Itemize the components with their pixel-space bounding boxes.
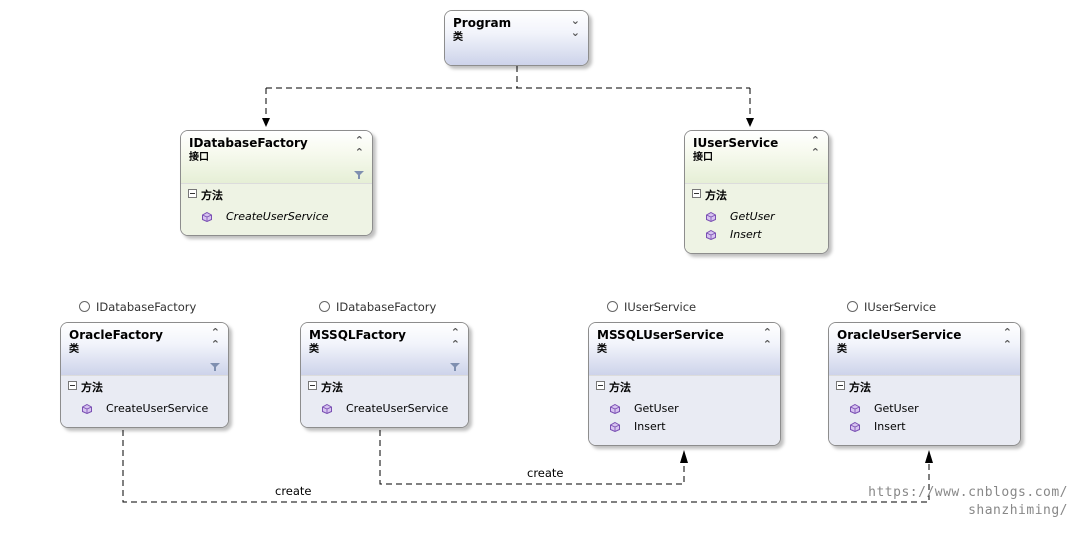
collapse-section-icon[interactable] <box>692 189 701 198</box>
class-name: Program <box>453 16 512 30</box>
section-label: 方法 <box>81 381 103 394</box>
method-item[interactable]: Insert <box>829 418 1020 436</box>
class-name: OracleFactory <box>69 328 164 342</box>
section-label: 方法 <box>849 381 871 394</box>
method-cube-icon <box>610 422 620 432</box>
collapse-icon[interactable]: ⌃⌃ <box>450 326 460 351</box>
method-cube-icon <box>82 404 92 414</box>
method-item[interactable]: CreateUserService <box>61 400 228 418</box>
method-name: GetUser <box>634 402 679 415</box>
implements-label: IDatabaseFactory <box>96 300 197 314</box>
collapse-icon[interactable]: ⌃⌃ <box>762 326 772 351</box>
class-stereotype: 类 <box>69 344 79 355</box>
watermark-line: https://www.cnblogs.com/ <box>868 485 1068 500</box>
collapse-section-icon[interactable] <box>836 381 845 390</box>
interface-lollipop-icon <box>607 301 618 312</box>
method-cube-icon <box>322 404 332 414</box>
filter-icon <box>450 363 460 371</box>
collapse-section-icon[interactable] <box>308 381 317 390</box>
collapse-icon[interactable]: ⌃⌃ <box>354 134 364 159</box>
dependency-mssqlfactory-create <box>379 430 685 485</box>
method-name: CreateUserService <box>226 210 329 223</box>
methods-section: 方法 CreateUserService <box>181 183 372 235</box>
section-label: 方法 <box>201 189 223 202</box>
method-cube-icon <box>610 404 620 414</box>
collapse-icon[interactable]: ⌃⌃ <box>1002 326 1012 351</box>
mssqluserservice-class-box[interactable]: MSSQLUserService 类 ⌃⌃ 方法 GetUser Insert <box>588 322 781 446</box>
implements-label: IDatabaseFactory <box>336 300 437 314</box>
watermark-line: shanzhiming/ <box>968 503 1068 518</box>
program-class-box[interactable]: Program 类 ⌄⌄ <box>444 10 589 66</box>
method-cube-icon <box>706 230 716 240</box>
methods-section: 方法 CreateUserService <box>61 375 228 427</box>
method-name: GetUser <box>730 210 775 223</box>
class-name: MSSQLFactory <box>309 328 406 342</box>
edge-label-create: create <box>275 484 312 498</box>
filter-icon <box>210 363 220 371</box>
method-name: CreateUserService <box>346 402 449 415</box>
class-name: MSSQLUserService <box>597 328 724 342</box>
oracleuserservice-class-box[interactable]: OracleUserService 类 ⌃⌃ 方法 GetUser Insert <box>828 322 1021 446</box>
method-item[interactable]: GetUser <box>829 400 1020 418</box>
expand-icon[interactable]: ⌄⌄ <box>570 14 580 39</box>
method-name: CreateUserService <box>106 402 209 415</box>
dependency-oraclefactory-create <box>122 430 930 503</box>
interface-stereotype: 接口 <box>189 152 209 163</box>
oraclefactory-class-box[interactable]: OracleFactory 类 ⌃⌃ 方法 CreateUserService <box>60 322 229 428</box>
implements-lollipop: IDatabaseFactory <box>319 300 436 314</box>
methods-section: 方法 GetUser Insert <box>589 375 780 445</box>
class-stereotype: 类 <box>453 32 463 43</box>
idatabasefactory-interface-box[interactable]: IDatabaseFactory 接口 ⌃⌃ 方法 CreateUserServ… <box>180 130 373 236</box>
method-cube-icon <box>202 212 212 222</box>
implements-lollipop: IDatabaseFactory <box>79 300 196 314</box>
interface-lollipop-icon <box>79 301 90 312</box>
method-item[interactable]: GetUser <box>685 208 828 226</box>
collapse-section-icon[interactable] <box>68 381 77 390</box>
methods-section: 方法 GetUser Insert <box>685 183 828 253</box>
dependency-program-to-interfaces <box>265 66 751 126</box>
method-name: Insert <box>874 420 906 433</box>
method-item[interactable]: Insert <box>589 418 780 436</box>
interface-name: IUserService <box>693 136 779 150</box>
method-cube-icon <box>850 422 860 432</box>
section-label: 方法 <box>609 381 631 394</box>
implements-label: IUserService <box>624 300 697 314</box>
method-item[interactable]: GetUser <box>589 400 780 418</box>
interface-lollipop-icon <box>847 301 858 312</box>
iuserservice-interface-box[interactable]: IUserService 接口 ⌃⌃ 方法 GetUser Insert <box>684 130 829 254</box>
interface-name: IDatabaseFactory <box>189 136 308 150</box>
method-item[interactable]: CreateUserService <box>181 208 372 226</box>
class-stereotype: 类 <box>309 344 319 355</box>
collapse-icon[interactable]: ⌃⌃ <box>210 326 220 351</box>
collapse-section-icon[interactable] <box>596 381 605 390</box>
class-name: OracleUserService <box>837 328 962 342</box>
method-item[interactable]: CreateUserService <box>301 400 468 418</box>
watermark: https://www.cnblogs.com/ shanzhiming/ <box>868 484 1068 520</box>
edge-label-create: create <box>527 466 564 480</box>
class-stereotype: 类 <box>837 344 847 355</box>
section-label: 方法 <box>321 381 343 394</box>
filter-icon <box>354 171 364 179</box>
class-stereotype: 类 <box>597 344 607 355</box>
section-label: 方法 <box>705 189 727 202</box>
method-name: Insert <box>730 228 762 241</box>
collapse-section-icon[interactable] <box>188 189 197 198</box>
methods-section: 方法 GetUser Insert <box>829 375 1020 445</box>
interface-lollipop-icon <box>319 301 330 312</box>
method-cube-icon <box>706 212 716 222</box>
method-cube-icon <box>850 404 860 414</box>
method-name: GetUser <box>874 402 919 415</box>
method-name: Insert <box>634 420 666 433</box>
implements-lollipop: IUserService <box>847 300 936 314</box>
implements-lollipop: IUserService <box>607 300 696 314</box>
mssqlfactory-class-box[interactable]: MSSQLFactory 类 ⌃⌃ 方法 CreateUserService <box>300 322 469 428</box>
methods-section: 方法 CreateUserService <box>301 375 468 427</box>
collapse-icon[interactable]: ⌃⌃ <box>810 134 820 159</box>
interface-stereotype: 接口 <box>693 152 713 163</box>
implements-label: IUserService <box>864 300 937 314</box>
method-item[interactable]: Insert <box>685 226 828 244</box>
